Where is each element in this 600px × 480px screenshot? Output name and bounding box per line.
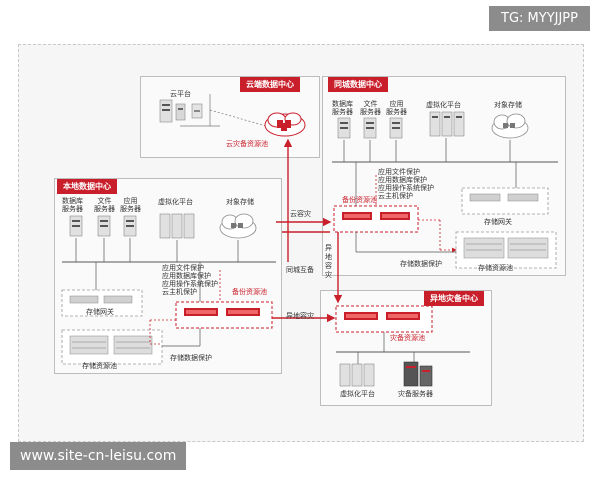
same-city-virtual-platform-label: 虚拟化平台 xyxy=(426,101,461,109)
same-city-storage-pool-label: 存储资源池 xyxy=(478,264,513,272)
same-city-storage-protection-label: 存储数据保护 xyxy=(400,260,442,268)
remote-dr-server-icon xyxy=(403,361,433,387)
same-city-db-server-icon xyxy=(337,117,351,139)
same-city-app-server-label: 应用 服务器 xyxy=(386,100,407,116)
same-city-protection-3: 应用操作系统保护 xyxy=(378,184,434,192)
same-city-file-server-label: 文件 服务器 xyxy=(360,100,381,116)
remote-dr-label: 异地容灾 xyxy=(286,312,314,320)
local-virtual-platform-icon xyxy=(159,213,195,239)
local-app-server-label: 应用 服务器 xyxy=(120,197,141,213)
watermark-top: TG: MYYJJPP xyxy=(489,6,590,31)
local-protection-3: 应用操作系统保护 xyxy=(162,280,218,288)
same-city-object-storage-label: 对象存储 xyxy=(494,101,522,109)
same-city-backup-pool-label: 备份资源池 xyxy=(342,196,377,204)
cloud-dr-label: 云容灾 xyxy=(290,210,311,218)
local-protection-4: 云主机保护 xyxy=(162,288,197,296)
same-city-storage-gateway-label: 存储网关 xyxy=(484,218,512,226)
same-city-mutual-label: 同城互备 xyxy=(286,266,314,274)
cloud-platform-label: 云平台 xyxy=(170,90,191,98)
local-protection-1: 应用文件保护 xyxy=(162,264,204,272)
same-city-protection-4: 云主机保护 xyxy=(378,192,413,200)
same-city-app-server-icon xyxy=(389,117,403,139)
remote-virtual-platform-icon xyxy=(339,363,375,387)
cloud-data-center-title: 云端数据中心 xyxy=(240,77,300,92)
local-file-server-icon xyxy=(97,215,111,237)
local-protection-2: 应用数据库保护 xyxy=(162,272,211,280)
local-file-server-label: 文件 服务器 xyxy=(94,197,115,213)
local-app-server-icon xyxy=(123,215,137,237)
same-city-data-center-title: 同城数据中心 xyxy=(328,77,388,92)
cloud-server-icon-2 xyxy=(191,103,203,119)
remote-pool-label: 灾备资源池 xyxy=(390,334,425,342)
local-storage-gateway-label: 存储网关 xyxy=(86,308,114,316)
same-city-db-server-label: 数据库 服务器 xyxy=(332,100,353,116)
local-storage-protection-label: 存储数据保护 xyxy=(170,354,212,362)
remote-dr-center-title: 异地灾备中心 xyxy=(424,291,484,306)
cloud-pool-icon xyxy=(264,112,306,137)
same-city-protection-1: 应用文件保护 xyxy=(378,168,420,176)
watermark-bottom: www.site-cn-leisu.com xyxy=(10,442,187,470)
same-city-virtual-platform-icon xyxy=(429,111,465,137)
cloud-server-icon xyxy=(159,99,186,123)
local-db-server-icon xyxy=(69,215,83,237)
local-storage-pool-label: 存储资源池 xyxy=(82,362,117,370)
local-data-center-title: 本地数据中心 xyxy=(57,179,117,194)
remote-dr-vertical-label: 异 地 容 灾 xyxy=(325,244,332,279)
local-backup-pool-label: 备份资源池 xyxy=(232,288,267,296)
same-city-protection-2: 应用数据库保护 xyxy=(378,176,427,184)
local-object-storage-label: 对象存储 xyxy=(226,198,254,206)
cloud-pool-label: 云灾备资源池 xyxy=(226,140,268,148)
remote-dr-server-label: 灾备服务器 xyxy=(398,390,433,398)
same-city-object-storage-icon xyxy=(491,113,529,139)
same-city-file-server-icon xyxy=(363,117,377,139)
local-object-storage-icon xyxy=(219,213,257,239)
remote-virtual-platform-label: 虚拟化平台 xyxy=(340,390,375,398)
local-db-server-label: 数据库 服务器 xyxy=(62,197,83,213)
local-virtual-platform-label: 虚拟化平台 xyxy=(158,198,193,206)
